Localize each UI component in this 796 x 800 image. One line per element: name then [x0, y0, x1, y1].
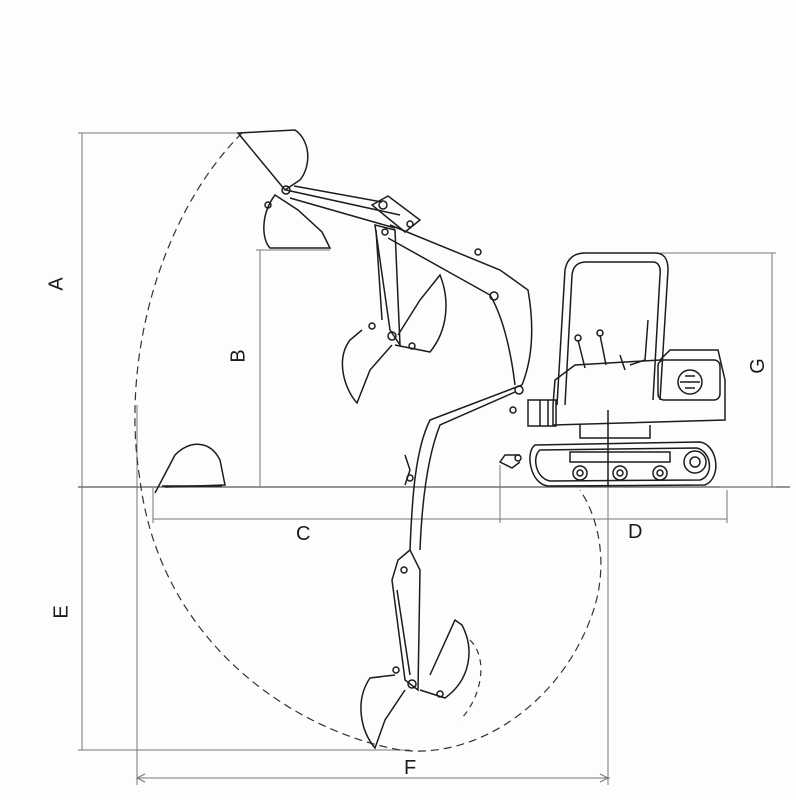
track-assembly	[498, 441, 717, 487]
dimension-f-lines	[135, 405, 610, 785]
boom-lower	[404, 384, 524, 551]
arm-lower-position	[391, 548, 421, 692]
arm-upper-position	[285, 185, 533, 386]
dimension-label-c: C	[296, 523, 311, 545]
dimension-c-lines	[152, 488, 500, 523]
dimension-d-lines	[499, 465, 728, 523]
dimension-b-lines	[256, 249, 330, 487]
dimension-label-g: G	[746, 358, 769, 374]
dimension-label-b: B	[227, 349, 250, 363]
dimension-label-a: A	[45, 277, 68, 291]
arm-mid-position	[341, 224, 447, 405]
dimension-label-d: D	[628, 521, 643, 543]
bucket-bottom-position	[360, 618, 470, 750]
dimension-label-f: F	[404, 757, 417, 779]
digging-envelope-dashed	[134, 132, 602, 752]
dimension-a-lines	[78, 132, 245, 750]
excavator-body	[527, 252, 726, 487]
digging-envelope-inner-dashed	[459, 639, 482, 721]
bucket-top-position	[236, 129, 332, 249]
dimension-label-e: E	[50, 605, 73, 619]
bucket-ground-position	[154, 443, 226, 494]
dimension-g-lines	[660, 252, 776, 488]
